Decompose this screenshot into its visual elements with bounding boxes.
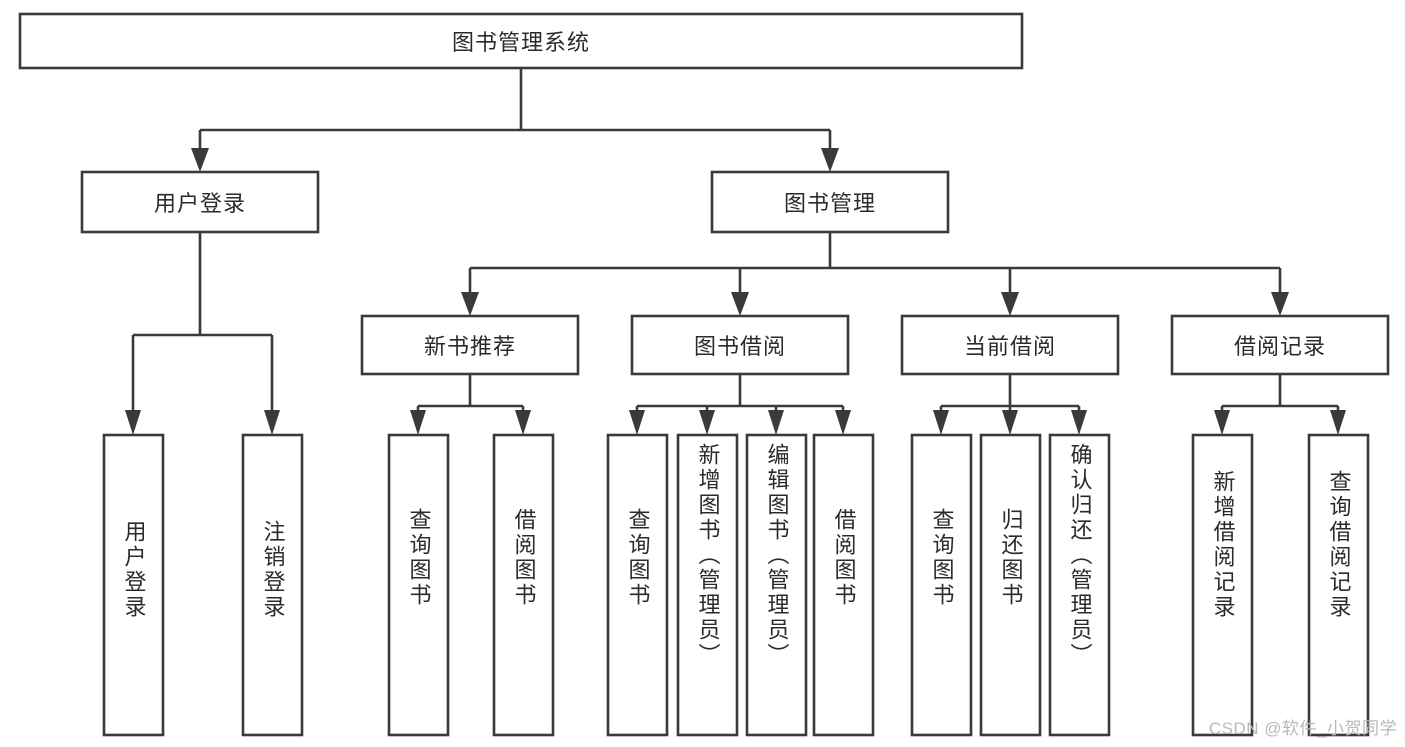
connector-group (125, 68, 1346, 435)
arrow-leaf-user-login (125, 410, 141, 435)
arrow-leaf-edit-book (768, 410, 784, 435)
arrow-borrow-record (1271, 292, 1289, 316)
node-leaf-user-login[interactable] (102, 433, 165, 737)
node-root[interactable] (18, 12, 1024, 70)
arrow-leaf-return-book (1002, 410, 1018, 435)
node-leaf-add-book[interactable] (676, 433, 739, 737)
node-box-group (18, 12, 1390, 737)
node-leaf-query-book-3[interactable] (910, 433, 973, 737)
arrow-to-user-login (191, 148, 209, 172)
node-borrow-record[interactable] (1170, 314, 1390, 376)
arrow-to-book-management (821, 148, 839, 172)
arrow-leaf-query-record (1330, 410, 1346, 435)
arrow-current-borrow (1001, 292, 1019, 316)
arrow-leaf-borrow-book-2 (835, 410, 851, 435)
node-leaf-logout[interactable] (241, 433, 304, 737)
arrow-leaf-query-book-2 (629, 410, 645, 435)
node-leaf-add-record[interactable] (1191, 433, 1254, 737)
csdn-watermark: CSDN @软件_小贺同学 (1208, 719, 1397, 738)
arrow-leaf-logout (264, 410, 280, 435)
node-leaf-borrow-book-1[interactable] (492, 433, 555, 737)
arrow-leaf-add-record (1214, 410, 1230, 435)
node-leaf-query-book-2[interactable] (606, 433, 669, 737)
arrow-leaf-borrow-book-1 (515, 410, 531, 435)
node-book-management[interactable] (710, 170, 950, 234)
arrow-new-book-recommend (461, 292, 479, 316)
arrow-book-borrow (731, 292, 749, 316)
node-leaf-confirm-return[interactable] (1048, 433, 1111, 737)
node-leaf-query-record[interactable] (1307, 433, 1370, 737)
arrow-leaf-query-book-3 (933, 410, 949, 435)
arrow-leaf-query-book-1 (410, 410, 426, 435)
node-leaf-query-book-1[interactable] (387, 433, 450, 737)
arrow-leaf-add-book (699, 410, 715, 435)
node-book-borrow[interactable] (630, 314, 850, 376)
node-leaf-return-book[interactable] (979, 433, 1042, 737)
node-user-login[interactable] (80, 170, 320, 234)
node-leaf-borrow-book-2[interactable] (812, 433, 875, 737)
node-current-borrow[interactable] (900, 314, 1120, 376)
node-new-book-recommend[interactable] (360, 314, 580, 376)
node-leaf-edit-book[interactable] (745, 433, 808, 737)
arrow-leaf-confirm-return (1071, 410, 1087, 435)
